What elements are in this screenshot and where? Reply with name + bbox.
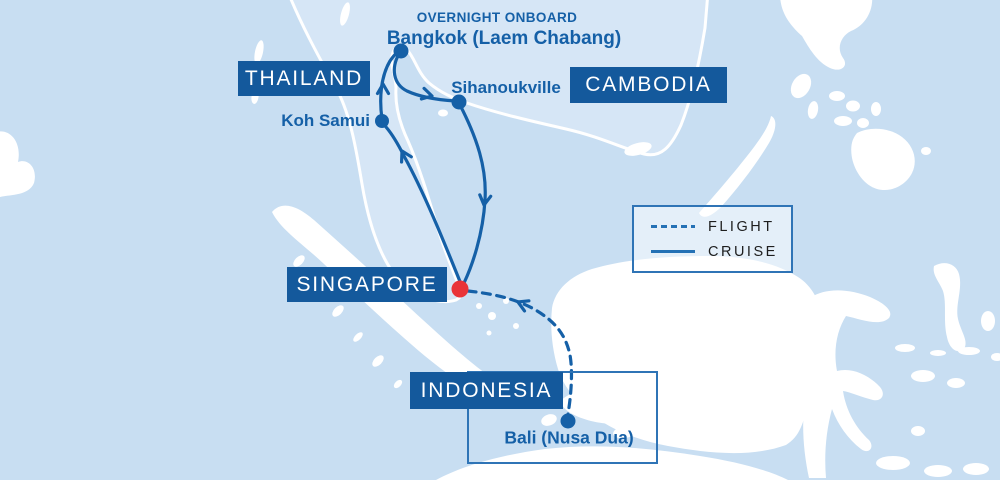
bangkok-port-dot (393, 43, 409, 59)
legend-cruise-label: CRUISE (708, 243, 778, 260)
dashed-line-sample (651, 225, 695, 228)
singapore-home-port-dot (451, 280, 469, 298)
country-label-singapore: SINGAPORE (287, 267, 447, 302)
arrowhead-to-bangkok (375, 82, 391, 96)
bali-port-dot (560, 413, 576, 429)
overnight-onboard-label: OVERNIGHT ONBOARD (416, 10, 578, 25)
kohsamui-port-dot (375, 114, 389, 128)
country-label-cambodia: CAMBODIA (570, 67, 727, 103)
country-label-thailand: THAILAND (238, 61, 370, 96)
solid-line-sample (651, 250, 695, 253)
legend-flight-label: FLIGHT (708, 218, 775, 235)
sihanoukville-label: Sihanoukville (451, 78, 561, 97)
arrowhead-to-kohsamui (400, 149, 413, 164)
koh-samui-label: Koh Samui (281, 111, 370, 130)
legend-box: FLIGHT CRUISE (632, 205, 793, 273)
arrowhead-flight-to-singapore (516, 299, 531, 313)
country-label-indonesia: INDONESIA (410, 372, 563, 409)
flight-route-bali-singapore (466, 289, 574, 416)
legend-flight-row: FLIGHT (651, 219, 791, 235)
cruise-route-bangkok-sihanoukville (392, 52, 457, 103)
arrowhead-to-singapore (478, 193, 493, 207)
legend-cruise-row: CRUISE (651, 244, 791, 260)
bangkok-label: Bangkok (Laem Chabang) (386, 28, 622, 49)
cruise-route-singapore-kohsamui (384, 125, 463, 286)
bali-label: Bali (Nusa Dua) (504, 427, 634, 448)
cruise-route-sihanoukville-singapore (458, 103, 487, 285)
sihanoukville-port-dot (451, 94, 467, 110)
arrowhead-to-sihanoukville (419, 86, 434, 101)
